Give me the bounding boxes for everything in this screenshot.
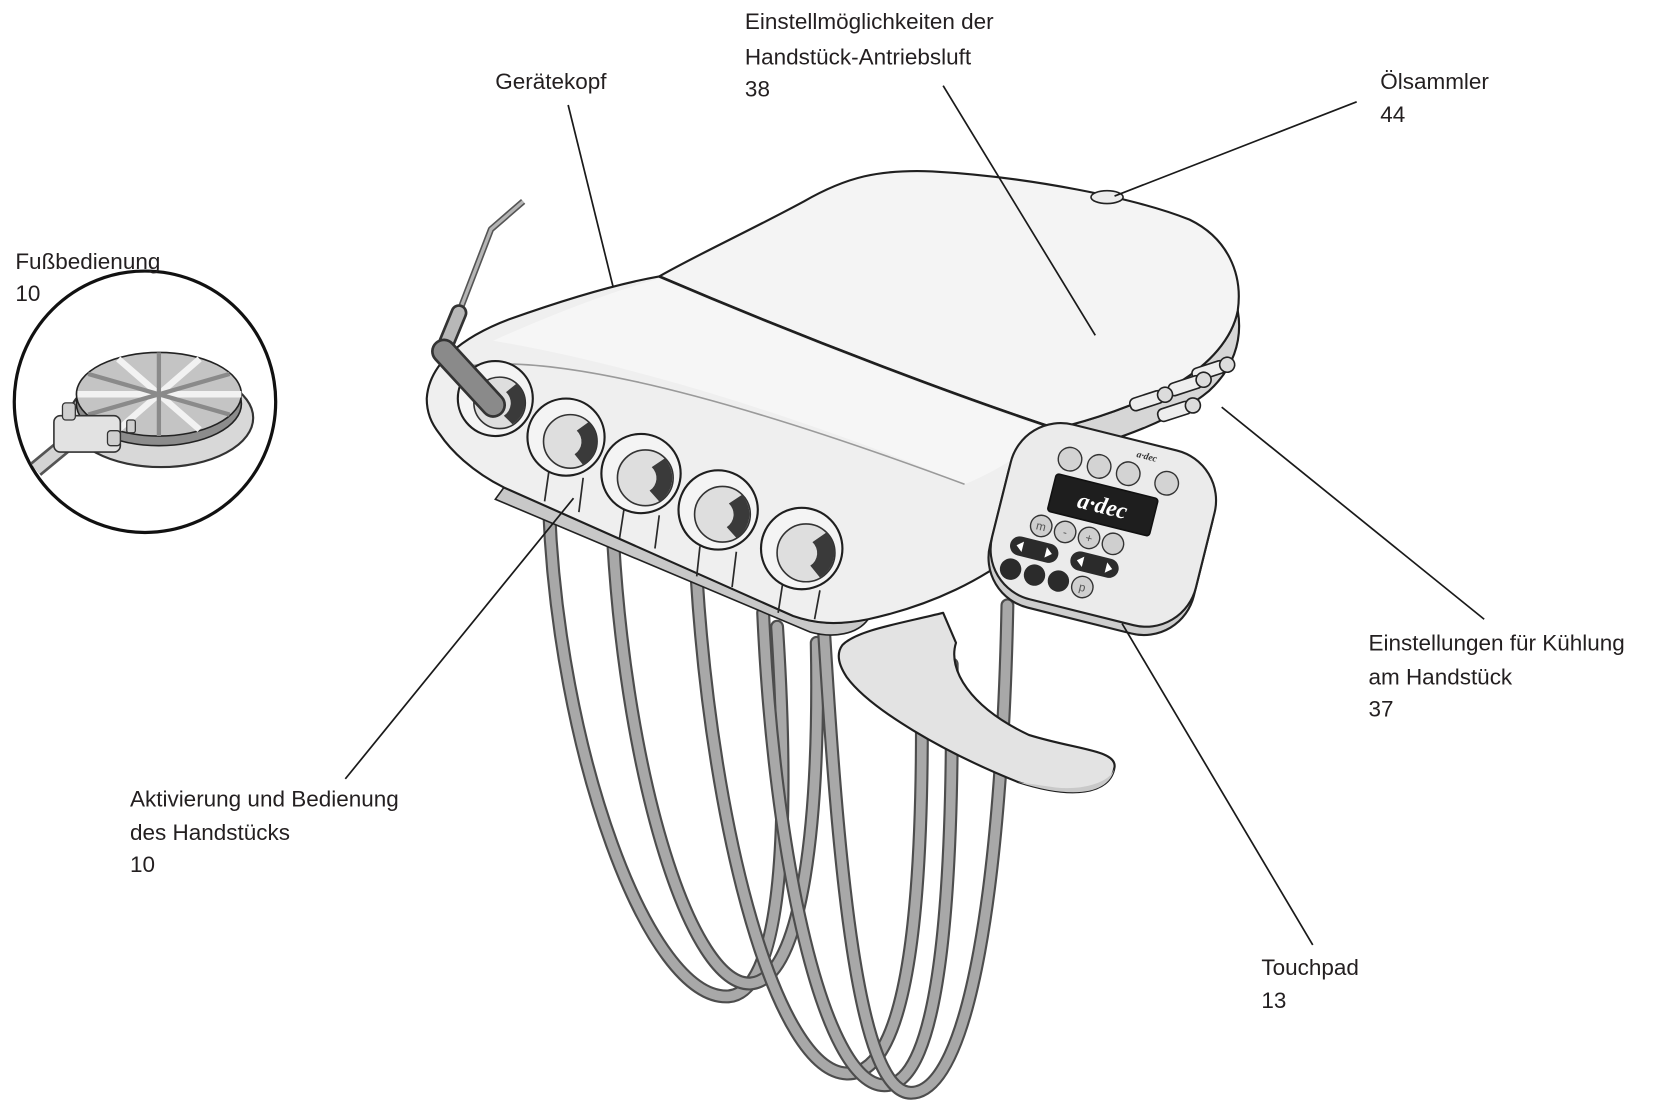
callout-page-number: 38 [745,76,770,101]
callout-air-settings: Einstellmöglichkeiten der Handstück-Antr… [745,9,994,101]
foot-control-toggle [107,431,120,446]
handpiece-holder-4 [679,470,758,549]
foot-control-inset [14,271,275,532]
syringe-tube [459,201,523,312]
callout-device-head: Gerätekopf [495,69,607,94]
leader-line-device-head [568,105,613,287]
oil-collector [1091,191,1123,204]
leader-line-coolant-settings [1222,407,1484,619]
foot-control-toggle [127,420,136,433]
callout-page-number: 10 [15,281,40,306]
callout-page-number: 44 [1380,102,1405,127]
leader-line-oil-collector [1115,102,1357,196]
handpiece-holder-2 [527,399,604,476]
callout-page-number: 13 [1261,988,1286,1013]
foot-control-knob [62,403,75,420]
callout-line: am Handstück [1368,665,1512,690]
callout-line: Einstellungen für Kühlung [1368,630,1624,655]
handpiece-holder-5 [761,508,842,589]
callout-page-number: 37 [1368,697,1393,722]
handpiece-holder-3 [601,434,680,513]
callout-oil-collector: Ölsammler 44 [1380,69,1489,127]
callout-line: Touchpad [1261,955,1359,980]
callout-line: Fußbedienung [15,249,160,274]
delivery-handle [839,613,1115,792]
callout-page-number: 10 [130,852,155,877]
callout-line: Handstück-Antriebsluft [745,44,972,69]
callout-handpiece-activation: Aktivierung und Bedienung des Handstücks… [130,787,399,877]
callout-line: Einstellmöglichkeiten der [745,9,994,34]
callout-line: Aktivierung und Bedienung [130,787,399,812]
callout-line: Ölsammler [1380,69,1489,94]
callout-touchpad: Touchpad 13 [1261,955,1359,1013]
callout-line: des Handstücks [130,820,290,845]
leader-line-handpiece-activation [345,498,573,779]
callout-line: Gerätekopf [495,69,607,94]
handle-body [839,613,1115,792]
leader-line-touchpad [1122,624,1313,945]
callout-coolant-settings: Einstellungen für Kühlung am Handstück 3… [1368,630,1624,721]
